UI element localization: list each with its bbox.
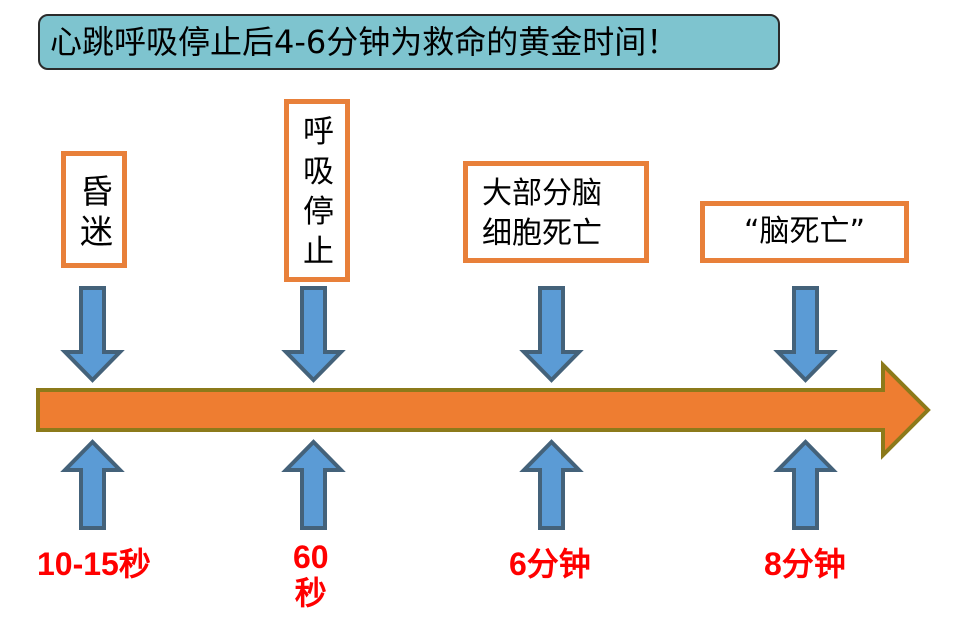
event-box-coma: 昏 迷 — [61, 151, 127, 268]
down-arrow-brain — [773, 286, 838, 383]
event-text: “脑死亡” — [743, 214, 866, 249]
event-text: 大部分脑 — [482, 176, 602, 211]
down-arrow-coma — [60, 286, 125, 383]
time-label: 8分钟 — [764, 546, 846, 582]
time-label: 6分钟 — [509, 546, 591, 582]
event-box-brain-cell-death: 大部分脑 细胞死亡 — [463, 161, 649, 263]
up-arrow-3 — [519, 439, 584, 530]
event-text: 停 — [303, 194, 334, 230]
time-label: 60 秒 — [293, 539, 329, 611]
up-arrow-4 — [773, 439, 838, 530]
event-text: 止 — [303, 234, 334, 270]
page-title: 心跳呼吸停止后4-6分钟为救命的黄金时间！ — [38, 14, 780, 70]
time-label-text: 60 — [293, 539, 329, 575]
time-label: 10-15秒 — [37, 546, 151, 582]
up-arrow-1 — [60, 439, 125, 530]
timeline-arrow — [36, 360, 931, 460]
event-text: 细胞死亡 — [482, 216, 602, 251]
down-arrow-breath — [281, 286, 346, 383]
event-text: 吸 — [303, 154, 334, 190]
event-text: 迷 — [80, 212, 113, 251]
time-label-text: 秒 — [294, 575, 327, 611]
event-box-breathing-stop: 呼 吸 停 止 — [284, 99, 350, 282]
event-text: 昏 — [80, 172, 113, 211]
up-arrow-2 — [281, 439, 346, 530]
event-text: 呼 — [303, 114, 334, 150]
time-label-text: 6分钟 — [509, 546, 591, 582]
time-label-text: 8分钟 — [764, 546, 846, 582]
time-label-text: 10-15秒 — [37, 546, 151, 582]
event-box-brain-death: “脑死亡” — [700, 201, 909, 263]
down-arrow-cell — [519, 286, 584, 383]
